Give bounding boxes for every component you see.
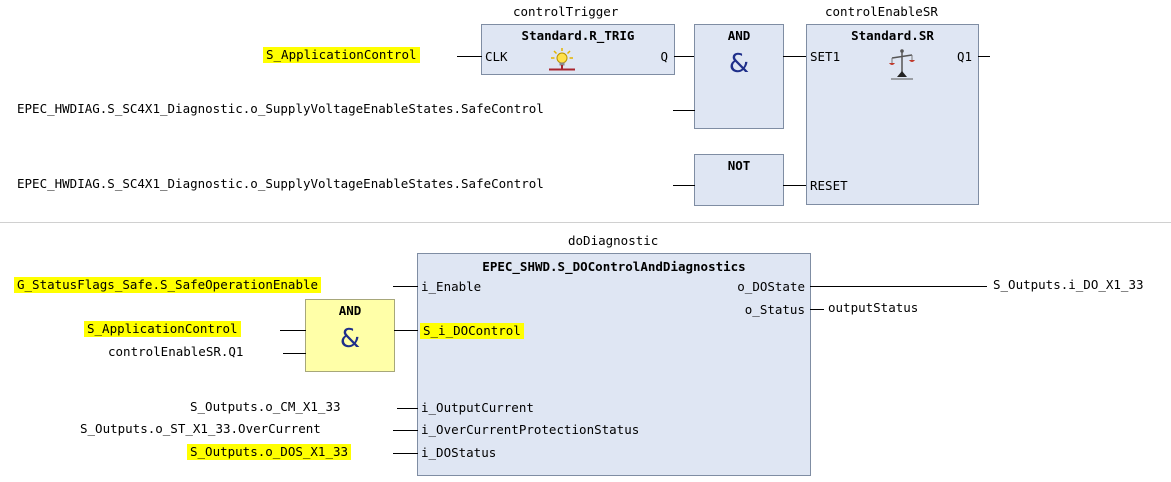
var-app-control-2[interactable]: S_ApplicationControl <box>84 321 241 337</box>
fb-type-label: EPEC_SHWD.S_DOControlAndDiagnostics <box>482 259 746 274</box>
wire <box>810 309 824 310</box>
wire <box>280 330 306 331</box>
fb-dostatus-pin[interactable]: i_DOStatus <box>421 445 497 460</box>
var-safe-control-2[interactable]: EPEC_HWDIAG.S_SC4X1_Diagnostic.o_SupplyV… <box>17 176 544 191</box>
wire <box>397 408 418 409</box>
sr-type-label: Standard.SR <box>851 28 934 43</box>
and-gate-1[interactable]: AND & <box>694 24 784 129</box>
wire <box>394 330 418 331</box>
sr-q1-pin[interactable]: Q1 <box>956 49 972 64</box>
wire <box>673 185 695 186</box>
var-sr-q1[interactable]: controlEnableSR.Q1 <box>108 344 244 359</box>
sr-block[interactable]: Standard.SR SET1 Q1 RESET <box>806 24 979 205</box>
fb-outputcurrent-pin[interactable]: i_OutputCurrent <box>421 400 534 415</box>
fb-dostate-pin[interactable]: o_DOState <box>737 279 805 294</box>
fb-overcurrent-pin[interactable]: i_OverCurrentProtectionStatus <box>421 422 640 437</box>
wire <box>393 430 418 431</box>
var-safe-control-1[interactable]: EPEC_HWDIAG.S_SC4X1_Diagnostic.o_SupplyV… <box>17 101 544 116</box>
var-app-control-1[interactable]: S_ApplicationControl <box>263 47 420 63</box>
rtrig-type-label: Standard.R_TRIG <box>521 28 635 43</box>
wire <box>457 56 482 57</box>
and-gate-type-label: AND <box>338 303 362 318</box>
var-safe-operation-enable[interactable]: G_StatusFlags_Safe.S_SafeOperationEnable <box>14 277 322 293</box>
sr-reset-pin[interactable]: RESET <box>810 178 848 193</box>
wire <box>674 56 695 57</box>
var-output-status[interactable]: outputStatus <box>828 300 919 315</box>
lightbulb-icon <box>549 48 575 71</box>
var-dos-status[interactable]: S_Outputs.o_DOS_X1_33 <box>187 444 352 460</box>
wire <box>393 286 418 287</box>
and-gate-type-label: AND <box>727 28 751 43</box>
and-gate-2[interactable]: AND & <box>305 299 395 372</box>
and-symbol: & <box>339 324 361 354</box>
wire <box>810 286 987 287</box>
dodiagnostic-block[interactable]: EPEC_SHWD.S_DOControlAndDiagnostics i_En… <box>417 253 811 476</box>
wire <box>283 353 306 354</box>
not-gate-type-label: NOT <box>727 158 751 173</box>
wire <box>978 56 990 57</box>
not-gate[interactable]: NOT <box>694 154 784 206</box>
wire <box>393 453 418 454</box>
var-do-output[interactable]: S_Outputs.i_DO_X1_33 <box>993 277 1144 292</box>
var-overcurrent[interactable]: S_Outputs.o_ST_X1_33.OverCurrent <box>80 421 321 436</box>
wire <box>783 56 807 57</box>
sr-set1-pin[interactable]: SET1 <box>810 49 841 64</box>
wire <box>673 110 695 111</box>
balance-scale-icon <box>889 49 915 80</box>
rtrig-instance-name: controlTrigger <box>513 4 619 19</box>
and-symbol: & <box>728 49 750 79</box>
fb-instance-name: doDiagnostic <box>568 233 659 248</box>
fb-status-pin[interactable]: o_Status <box>744 302 805 317</box>
rtrig-block[interactable]: Standard.R_TRIG CLK Q <box>481 24 675 75</box>
fb-docontrol-pin[interactable]: S_i_DOControl <box>420 323 524 339</box>
fb-enable-pin[interactable]: i_Enable <box>421 279 482 294</box>
network-separator <box>0 222 1171 223</box>
wire <box>783 185 807 186</box>
rtrig-clk-pin[interactable]: CLK <box>485 49 508 64</box>
rtrig-q-pin[interactable]: Q <box>660 49 668 64</box>
var-output-current[interactable]: S_Outputs.o_CM_X1_33 <box>190 399 341 414</box>
sr-instance-name: controlEnableSR <box>825 4 938 19</box>
